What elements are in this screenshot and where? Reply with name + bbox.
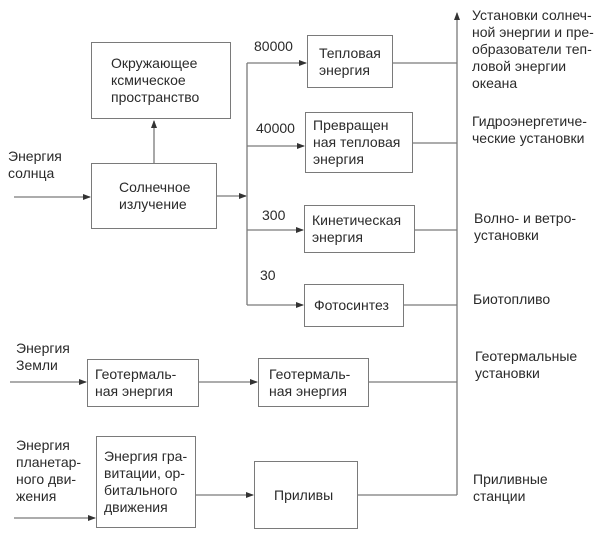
value-kinetic: 300 bbox=[262, 207, 286, 223]
box-gravitation: Энергия гра- витации, ор- битального дви… bbox=[96, 436, 196, 528]
box-cosmic-space: Окружающее ксмическое пространство bbox=[91, 42, 231, 119]
output-biofuel: Биотопливо bbox=[473, 291, 551, 307]
input-sun-energy: Энергия солнца bbox=[8, 148, 62, 181]
output-solar-installations: Установки солнеч- ной энергии и пре- обр… bbox=[472, 7, 594, 91]
box-geothermal-2: Геотермаль- ная энергия bbox=[258, 358, 369, 407]
box-converted-thermal-label: Превращен ная тепловая энергия bbox=[313, 117, 401, 167]
value-photosynthesis: 30 bbox=[260, 267, 276, 283]
box-solar-radiation: Солнечное излучение bbox=[91, 163, 217, 229]
box-thermal-label: Тепловая энергия bbox=[319, 44, 381, 78]
box-gravitation-label: Энергия гра- витации, ор- битального дви… bbox=[104, 448, 188, 515]
box-geothermal-2-label: Геотермаль- ная энергия bbox=[269, 365, 351, 399]
box-geothermal-1: Геотермаль- ная энергия bbox=[87, 359, 199, 407]
box-photosynthesis-label: Фотосинтез bbox=[314, 297, 389, 313]
output-geothermal: Геотермальные установки bbox=[475, 348, 578, 381]
input-planetary-energy: Энергия планетар- ного дви- жения bbox=[16, 437, 82, 504]
input-earth-energy: Энергия Земли bbox=[16, 340, 70, 373]
box-kinetic-label: Кинетическая энергия bbox=[312, 212, 402, 245]
box-kinetic: Кинетическая энергия bbox=[304, 205, 415, 253]
box-thermal: Тепловая энергия bbox=[307, 35, 393, 88]
value-converted-thermal: 40000 bbox=[256, 120, 295, 136]
output-wave-wind: Волно- и ветро- установки bbox=[474, 210, 577, 243]
output-hydro: Гидроэнергетиче- ческие установки bbox=[472, 113, 587, 146]
box-cosmic-space-label: Окружающее ксмическое пространство bbox=[111, 55, 200, 105]
box-solar-radiation-label: Солнечное излучение bbox=[119, 179, 191, 212]
box-photosynthesis: Фотосинтез bbox=[304, 284, 404, 327]
box-tides-label: Приливы bbox=[274, 486, 334, 503]
box-converted-thermal: Превращен ная тепловая энергия bbox=[305, 112, 413, 173]
box-geothermal-1-label: Геотермаль- ная энергия bbox=[95, 366, 177, 399]
value-thermal: 80000 bbox=[254, 38, 293, 54]
box-tides: Приливы bbox=[254, 461, 358, 529]
output-tidal: Приливные станции bbox=[473, 471, 548, 504]
